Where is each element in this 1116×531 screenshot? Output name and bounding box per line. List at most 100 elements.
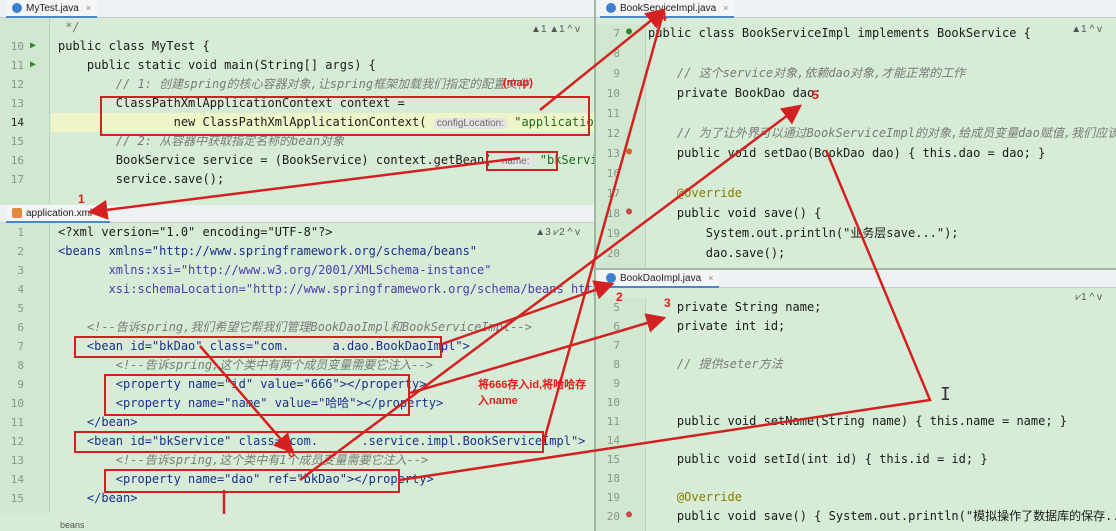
gutter: 10 11 12 13 14 15 16 17 ▶ ▶ (0, 18, 50, 205)
service-editor[interactable]: BookServiceImpl.java × ▲1 ^ v 7 8 9 10 1… (596, 0, 1116, 268)
code-line: xmlns:xsi="http://www.w3.org/2001/XMLSch… (58, 263, 492, 277)
close-icon[interactable]: × (708, 273, 714, 283)
map-note: (map) (503, 77, 533, 89)
marker-6: 6 (288, 446, 295, 460)
annotation-box (486, 151, 558, 171)
line-number: 18 (606, 207, 620, 220)
line-number: 5 (17, 302, 24, 315)
annotation-box (100, 96, 590, 136)
line-number: 9 (613, 67, 620, 80)
implement-icon[interactable]: ● (626, 26, 633, 37)
override-icon[interactable]: ● (626, 206, 633, 217)
annotation-box (104, 469, 400, 493)
line-number: 9 (613, 377, 620, 390)
code-line: public void setId(int id) { this.id = id… (648, 452, 988, 466)
tab-dao-impl[interactable]: BookDaoImpl.java × (600, 270, 720, 288)
line-number: 17 (10, 173, 24, 186)
breadcrumb[interactable]: beans (60, 520, 85, 530)
code-comment: // 提供seter方法 (648, 357, 783, 371)
splitter-vertical[interactable] (594, 0, 596, 531)
inspection-widget[interactable]: ⩗1 ^ v (1075, 292, 1102, 303)
line-number: 15 (606, 453, 620, 466)
line-number: 12 (606, 127, 620, 140)
line-number: 19 (606, 227, 620, 240)
code-line: */ (58, 20, 80, 34)
code-line: public void setDao(BookDao dao) { this.d… (648, 146, 1046, 160)
marker-5: 5 (812, 88, 819, 102)
line-number: 14 (10, 473, 24, 486)
tab-dao-label: BookDaoImpl.java (620, 272, 702, 284)
code-line: service.save(); (58, 172, 225, 186)
code-annotation: @Override (648, 490, 742, 504)
line-number: 18 (606, 472, 620, 485)
override-icon[interactable]: ● (626, 509, 633, 520)
code-comment: <!--告诉spring,这个类中有1个成员变量需要它注入--> (58, 453, 429, 467)
line-number: 9 (17, 378, 24, 391)
line-number: 8 (17, 359, 24, 372)
code-text: BookService service = (BookService) cont… (58, 153, 492, 167)
line-number: 3 (17, 264, 24, 277)
line-number: 11 (10, 59, 24, 72)
line-number: 13 (10, 97, 24, 110)
line-number: 10 (10, 40, 24, 53)
close-icon[interactable]: × (99, 208, 105, 218)
line-number: 14 (606, 434, 620, 447)
gutter: 7 8 9 10 11 12 13 16 17 18 19 20 ● ● ● (596, 24, 646, 268)
tab-appxml[interactable]: application.xml × (6, 205, 111, 223)
code-line: private String name; (648, 300, 822, 314)
line-number: 7 (613, 27, 620, 40)
line-number: 1 (17, 226, 24, 239)
run-icon[interactable]: ▶ (30, 40, 37, 51)
line-number: 16 (10, 154, 24, 167)
line-number: 8 (613, 358, 620, 371)
line-number: 10 (10, 397, 24, 410)
code-line: public void save() { System.out.println(… (648, 509, 1116, 523)
line-number: 15 (10, 135, 24, 148)
tab-service-impl[interactable]: BookServiceImpl.java × (600, 0, 735, 18)
line-number: 20 (606, 510, 620, 523)
marker-3: 3 (664, 296, 671, 310)
code-comment: <!--告诉spring,这个类中有两个成员变量需要它注入--> (58, 358, 433, 372)
java-class-icon (12, 3, 22, 13)
code-comment: // 为了让外界可以通过BookServiceImpl的对象,给成员变量dao赋… (648, 126, 1116, 140)
line-number: 4 (17, 283, 24, 296)
annotation-box (74, 431, 544, 453)
line-number: 17 (606, 187, 620, 200)
code-line: public static void main(String[] args) { (58, 58, 376, 72)
marker-2: 2 (616, 290, 623, 304)
inject-note: 将666存入id,将哈哈存入name (478, 379, 587, 407)
close-icon[interactable]: × (723, 3, 729, 13)
line-number: 7 (613, 339, 620, 352)
close-icon[interactable]: × (85, 3, 92, 13)
inspection-widget[interactable]: ▲1 ^ v (1071, 24, 1102, 35)
gutter: 5 6 7 8 9 10 11 14 15 18 19 20 ● (596, 298, 646, 531)
code-line: public void setName(String name) { this.… (648, 414, 1068, 428)
tab-mytest[interactable]: MyTest.java × (6, 0, 98, 18)
code-line: public class BookServiceImpl implements … (648, 26, 1031, 40)
code-line: <?xml version="1.0" encoding="UTF-8"?> (58, 225, 333, 239)
line-number: 19 (606, 491, 620, 504)
line-number: 13 (606, 147, 620, 160)
code-line: private BookDao dao; (648, 86, 822, 100)
code-line: public class MyTest { (58, 39, 210, 53)
line-number: 11 (10, 416, 24, 429)
code-line: System.out.println("业务层save..."); (648, 226, 959, 240)
line-number: 7 (17, 340, 24, 353)
annotation-box (74, 336, 442, 358)
setter-icon[interactable]: ● (626, 146, 633, 157)
code-line: </bean> (58, 415, 138, 429)
marker-4: 4 (660, 10, 667, 24)
dao-editor[interactable]: BookDaoImpl.java × ⩗1 ^ v 5 6 7 8 9 10 1… (596, 270, 1116, 531)
code-comment: <!--告诉spring,我们希望它帮我们管理BookDaoImpl和BookS… (58, 320, 532, 334)
line-number: 6 (17, 321, 24, 334)
line-number: 2 (17, 245, 24, 258)
run-icon[interactable]: ▶ (30, 59, 37, 70)
splitter-horizontal[interactable] (596, 268, 1116, 270)
code-line: public void save() { (648, 206, 822, 220)
code-line: </bean> (58, 491, 138, 505)
line-number: 10 (606, 396, 620, 409)
line-number: 8 (613, 47, 620, 60)
code-line: private int id; (648, 319, 786, 333)
annotation-box (104, 374, 410, 416)
code-line: dao.save(); (648, 246, 786, 260)
